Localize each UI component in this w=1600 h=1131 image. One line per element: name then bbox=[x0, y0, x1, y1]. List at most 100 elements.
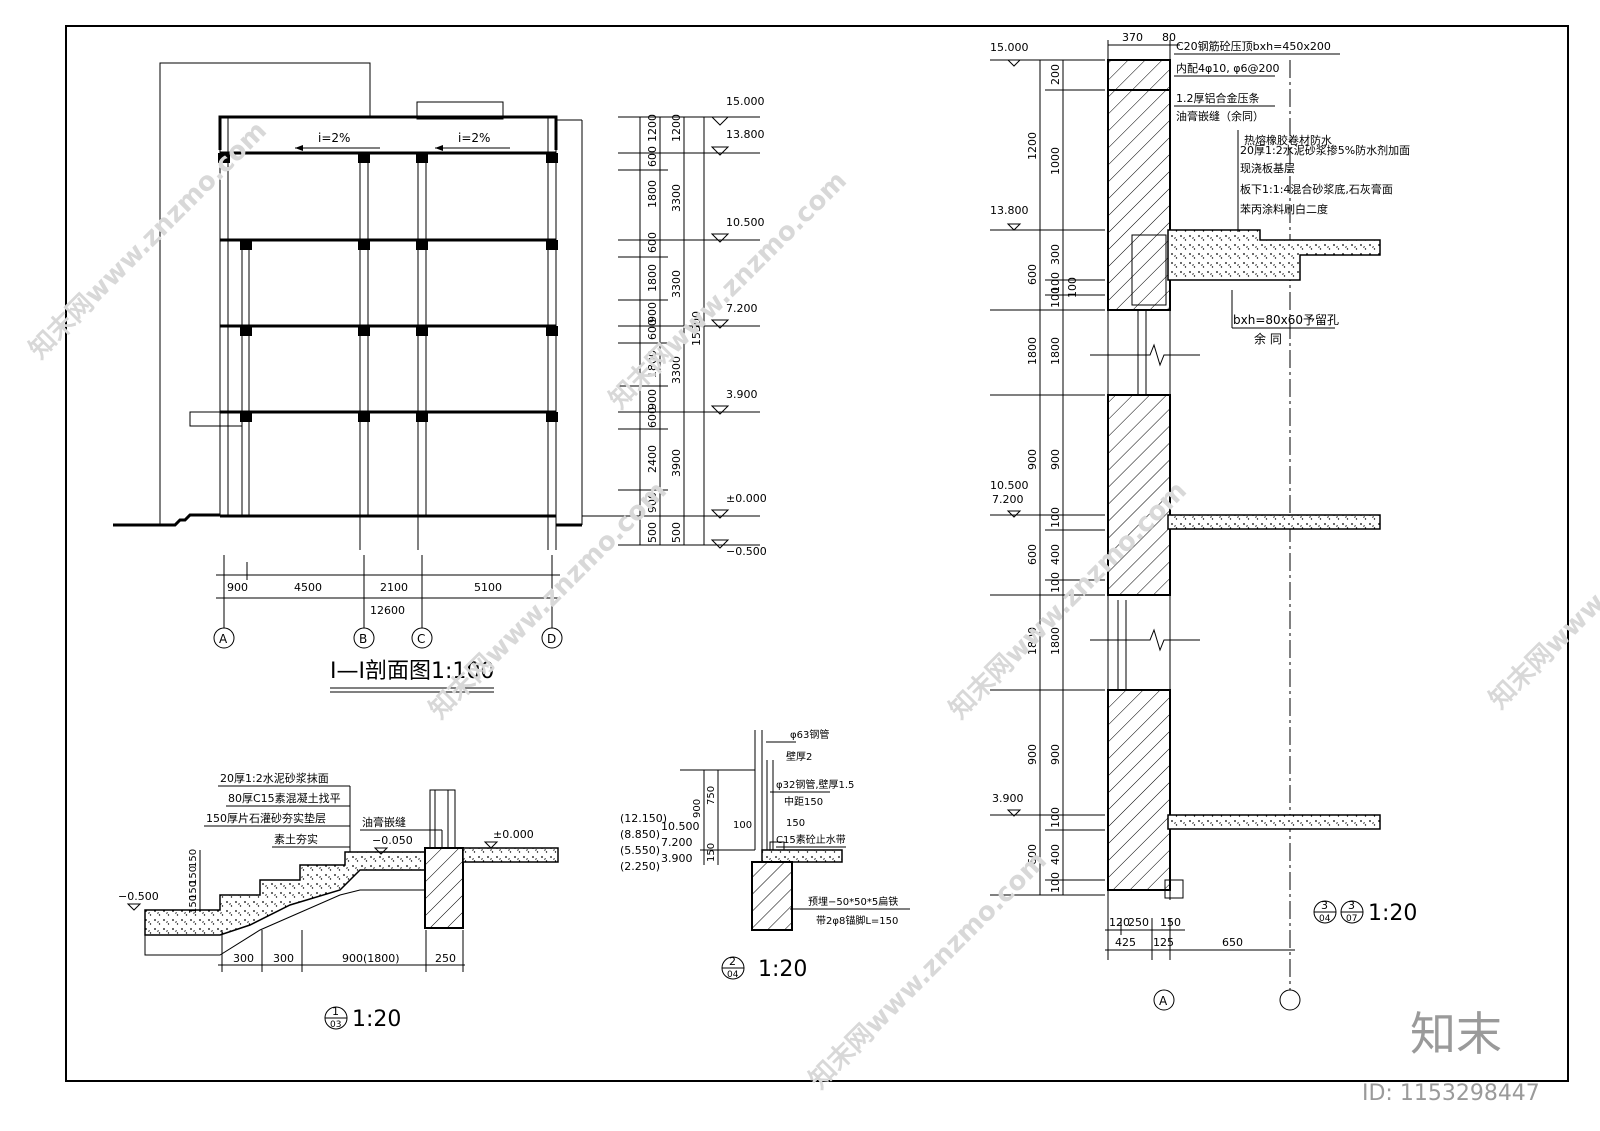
d1-level-minus0050: −0.050 bbox=[372, 834, 413, 847]
d1-scale: 1:20 bbox=[352, 1007, 401, 1032]
d1-bitumen: 油膏嵌缝 bbox=[362, 815, 406, 829]
d2-scale: 1:20 bbox=[758, 957, 807, 982]
elev-3900: 3.900 bbox=[726, 388, 758, 401]
d1-bottom-dim-3: 900(1800) bbox=[342, 952, 400, 965]
d3-level-3900: 3.900 bbox=[992, 792, 1024, 805]
axis-C: C bbox=[417, 632, 425, 646]
watermark-text-4: 知末网www.znzmo.com bbox=[944, 476, 1193, 725]
d2-dim-5: 150 bbox=[786, 818, 805, 829]
d2-level-3: 10.500 bbox=[661, 820, 700, 833]
d1-note-3: 150厚片石灌砂夯实垫层 bbox=[206, 811, 326, 825]
d3-top-dim-1: 370 bbox=[1122, 31, 1143, 44]
d3-note-6: 20厚1:2水泥砂浆掺5%防水剂加面 bbox=[1240, 143, 1410, 157]
dim-floor-3: 3300 bbox=[670, 270, 683, 298]
d3-dim-outer-8: 600 bbox=[1026, 844, 1039, 865]
d3-dim-outer-3: 1800 bbox=[1026, 337, 1039, 365]
dim-floor-4: 3300 bbox=[670, 356, 683, 384]
d2-dim-1: 900 bbox=[692, 799, 703, 818]
elev-0000: ±0.000 bbox=[726, 492, 767, 505]
d3-note-2: 内配4φ10, φ6@200 bbox=[1176, 61, 1280, 75]
d3-elevation-marks: 15.000 13.800 10.500 7.200 3.900 bbox=[990, 41, 1029, 817]
drawing-id: ID: 1153298447 bbox=[1362, 1081, 1540, 1106]
d1-step-dim-4: 150 bbox=[188, 895, 199, 914]
d3-note-10: bxh=80x60予留孔 bbox=[1233, 313, 1339, 327]
elev-10500: 10.500 bbox=[726, 216, 765, 229]
d1-title-num: 1 bbox=[332, 1005, 339, 1018]
d3-dim-inner-11: 100 bbox=[1049, 572, 1062, 593]
axis-B: B bbox=[359, 632, 367, 646]
dim-inner-1: 1200 bbox=[646, 114, 659, 142]
d1-bottom-dim-4: 250 bbox=[435, 952, 456, 965]
dim-inner-2: 600 bbox=[646, 146, 659, 167]
elevation-marks: 15.000 13.800 10.500 7.200 3.900 ±0.000 … bbox=[710, 95, 767, 558]
d3-note-4: 油膏嵌缝（余同） bbox=[1176, 109, 1264, 123]
d3-dim-inner-8: 900 bbox=[1049, 449, 1062, 470]
dim-inner-13: 500 bbox=[646, 522, 659, 543]
dim-floor-6: 500 bbox=[670, 522, 683, 543]
d2-level-6: (2.250) bbox=[620, 860, 660, 873]
sheet-border bbox=[65, 25, 1569, 1082]
d3-level-7200: 7.200 bbox=[992, 493, 1024, 506]
d2-level-5: 7.200 bbox=[661, 836, 693, 849]
d3-bottom-dim-2: 250 bbox=[1128, 916, 1149, 929]
detail-2: φ63钢管 壁厚2 φ32钢管,壁厚1.5 中距150 C15素砼止水带 预埋−… bbox=[620, 728, 910, 982]
d3-dim-inner-3: 300 bbox=[1049, 244, 1062, 265]
d3-dim-inner-1: 200 bbox=[1049, 64, 1062, 85]
d3-dim-inner-7: 1800 bbox=[1049, 337, 1062, 365]
d3-level-15000: 15.000 bbox=[990, 41, 1029, 54]
detail-3: C20钢筋砼压顶bxh=450x200 内配4φ10, φ6@200 1.2厚铝… bbox=[990, 31, 1417, 1011]
d1-note-2: 80厚C15素混凝土找平 bbox=[228, 791, 341, 805]
d3-note-1: C20钢筋砼压顶bxh=450x200 bbox=[1176, 39, 1331, 53]
d3-note-8: 板下1:1:4混合砂浆底,石灰膏面 bbox=[1240, 182, 1393, 196]
d3-axis-A: A bbox=[1159, 994, 1168, 1008]
d3-dim-outer-5: 600 bbox=[1026, 544, 1039, 565]
dim-inner-9: 900 bbox=[646, 389, 659, 410]
d3-dim-inner-14: 100 bbox=[1049, 807, 1062, 828]
d1-step-dim-1: 150 bbox=[188, 849, 199, 868]
brand-logo: 知末 bbox=[1410, 1007, 1502, 1061]
d2-note-1: φ63钢管 bbox=[790, 728, 829, 741]
d3-title-num-2: 3 bbox=[1348, 899, 1355, 912]
d3-dim-outer-6: 1800 bbox=[1026, 627, 1039, 655]
dim-inner-5: 1800 bbox=[646, 264, 659, 292]
dim-inner-7: 600 bbox=[646, 319, 659, 340]
d2-note-3: φ32钢管,壁厚1.5 bbox=[776, 778, 854, 791]
d1-title-sheet: 03 bbox=[330, 1020, 341, 1030]
d3-bottom-dim-5: 125 bbox=[1153, 936, 1174, 949]
d3-dim-inner-9: 100 bbox=[1049, 507, 1062, 528]
d1-step-dim-3: 150 bbox=[188, 881, 199, 900]
dim-inner-8: 1800 bbox=[646, 350, 659, 378]
d1-step-dim-2: 150 bbox=[188, 866, 199, 885]
d3-dim-inner-2: 1000 bbox=[1049, 147, 1062, 175]
d2-note-6: 预埋−50*50*5扁铁 bbox=[808, 895, 898, 908]
d3-title-num-1: 3 bbox=[1321, 899, 1328, 912]
d1-note-4: 素土夯实 bbox=[274, 832, 318, 846]
d3-bottom-dim-3: 150 bbox=[1160, 916, 1181, 929]
watermark-layer: 知末网www.znzmo.com 知末网www.znzmo.com 知末网www… bbox=[24, 116, 1600, 1106]
dim-inner-10: 600 bbox=[646, 407, 659, 428]
d3-bottom-dim-4: 425 bbox=[1115, 936, 1136, 949]
span-dim-1: 900 bbox=[227, 581, 248, 594]
d1-level-0000: ±0.000 bbox=[493, 828, 534, 841]
d3-scale: 1:20 bbox=[1368, 901, 1417, 926]
dim-floor-5: 3900 bbox=[670, 449, 683, 477]
slope-label-2: i=2% bbox=[458, 131, 490, 145]
d2-level-2: (8.850) bbox=[620, 828, 660, 841]
span-dim-3: 2100 bbox=[380, 581, 408, 594]
dim-floor-2: 3300 bbox=[670, 184, 683, 212]
dim-inner-3: 1800 bbox=[646, 180, 659, 208]
watermark-text-2: 知末网www.znzmo.com bbox=[604, 166, 853, 415]
span-total: 12600 bbox=[370, 604, 405, 617]
d3-dim-inner-10: 400 bbox=[1049, 544, 1062, 565]
d2-dim-2: 750 bbox=[706, 786, 717, 805]
section-title: I—I剖面图1:100 bbox=[330, 659, 494, 684]
d3-top-dim-2: 80 bbox=[1162, 31, 1176, 44]
d3-note-3: 1.2厚铝合金压条 bbox=[1176, 91, 1260, 105]
d2-level-1: (12.150) bbox=[620, 812, 667, 825]
dim-total: 15500 bbox=[690, 311, 703, 346]
d2-dim-4: 100 bbox=[733, 820, 752, 831]
d1-level-minus0500: −0.500 bbox=[118, 890, 159, 903]
d3-dim-outer-4: 900 bbox=[1026, 449, 1039, 470]
d3-bottom-dim-1: 120 bbox=[1109, 916, 1130, 929]
